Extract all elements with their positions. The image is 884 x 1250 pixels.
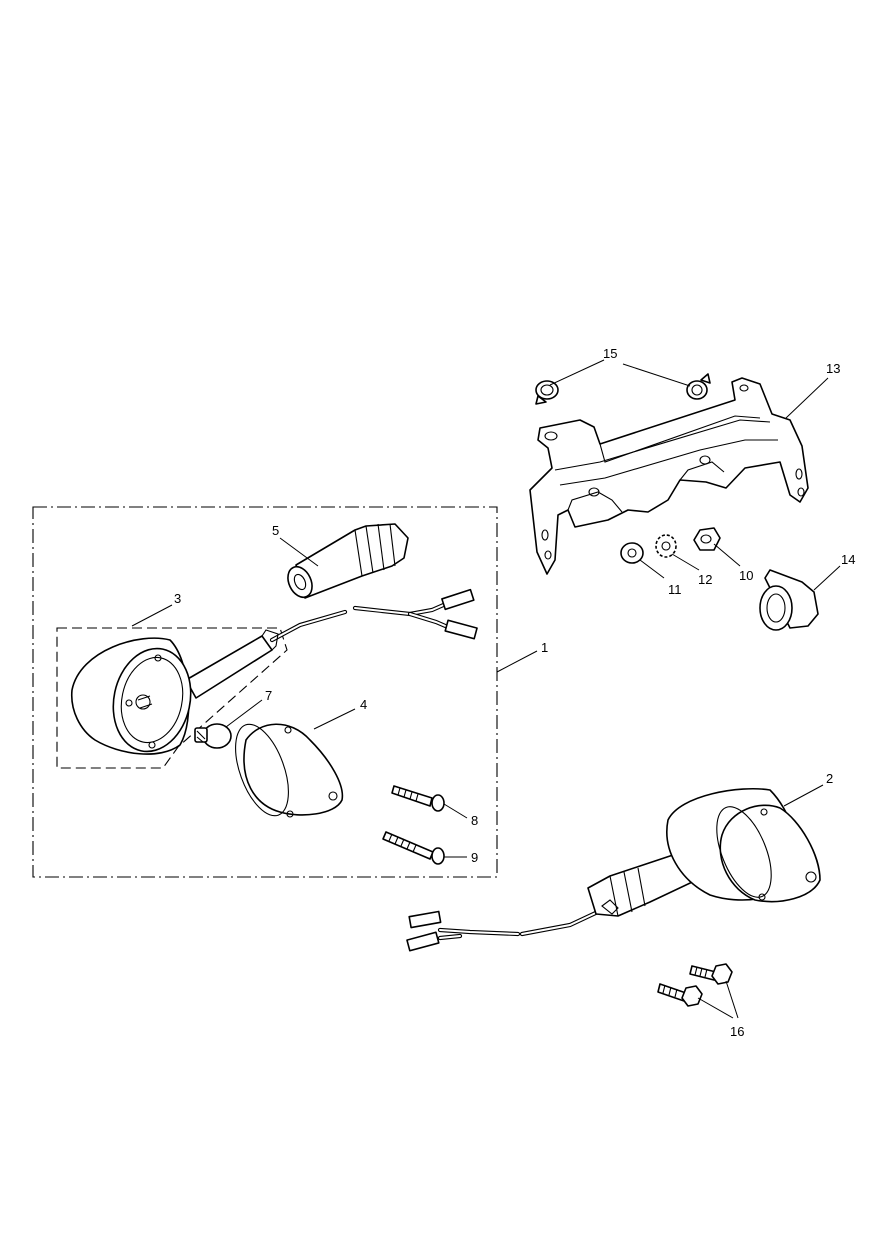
leader-5 [279, 537, 319, 567]
kit-boundary-box [32, 506, 498, 878]
flange-bolt-upper [689, 963, 733, 985]
leader-15b [622, 363, 691, 387]
callout-8: 8 [471, 813, 478, 828]
callout-11: 11 [668, 582, 682, 597]
screw-long [382, 831, 445, 865]
indicator-lens [235, 723, 344, 818]
hose-clip-left [535, 380, 559, 405]
leader-14 [813, 565, 841, 591]
hex-nut [693, 527, 721, 551]
plain-washer [620, 542, 644, 564]
callout-4: 4 [360, 697, 367, 712]
leader-16b [697, 997, 734, 1019]
callout-14: 14 [841, 552, 855, 567]
indicator-bulb [194, 723, 232, 749]
leader-4 [313, 708, 356, 730]
rubber-grommet [287, 523, 409, 599]
indicator-body [70, 588, 478, 755]
callout-labels: 1 2 3 4 5 7 8 9 10 11 12 13 14 15 16 [174, 346, 855, 1039]
leader-2 [783, 784, 824, 807]
serrated-lock-washer [655, 534, 677, 558]
callout-2: 2 [826, 771, 833, 786]
callout-16: 16 [730, 1024, 744, 1039]
callout-9: 9 [471, 850, 478, 865]
leader-11 [639, 559, 665, 579]
flange-bolt-lower [657, 983, 703, 1007]
callout-10: 10 [739, 568, 753, 583]
leader-7 [225, 699, 263, 728]
leader-13 [785, 377, 829, 419]
leader-10 [713, 543, 741, 567]
leader-12 [671, 553, 700, 571]
callout-12: 12 [698, 572, 712, 587]
leader-8 [443, 803, 468, 819]
callout-1: 1 [541, 640, 548, 655]
leader-1 [496, 650, 538, 673]
callout-15: 15 [603, 346, 617, 361]
callout-13: 13 [826, 361, 840, 376]
callout-7: 7 [265, 688, 272, 703]
spacer-sleeve [759, 569, 819, 631]
callout-3: 3 [174, 591, 181, 606]
hose-clip-right [686, 373, 711, 400]
indicator-assembly [406, 787, 821, 952]
screw-short [391, 785, 445, 812]
mounting-bracket [529, 377, 809, 575]
leader-16a [725, 980, 739, 1019]
callout-5: 5 [272, 523, 279, 538]
leader-lines [131, 359, 841, 1019]
leader-15a [549, 359, 605, 386]
leader-3 [131, 604, 173, 627]
